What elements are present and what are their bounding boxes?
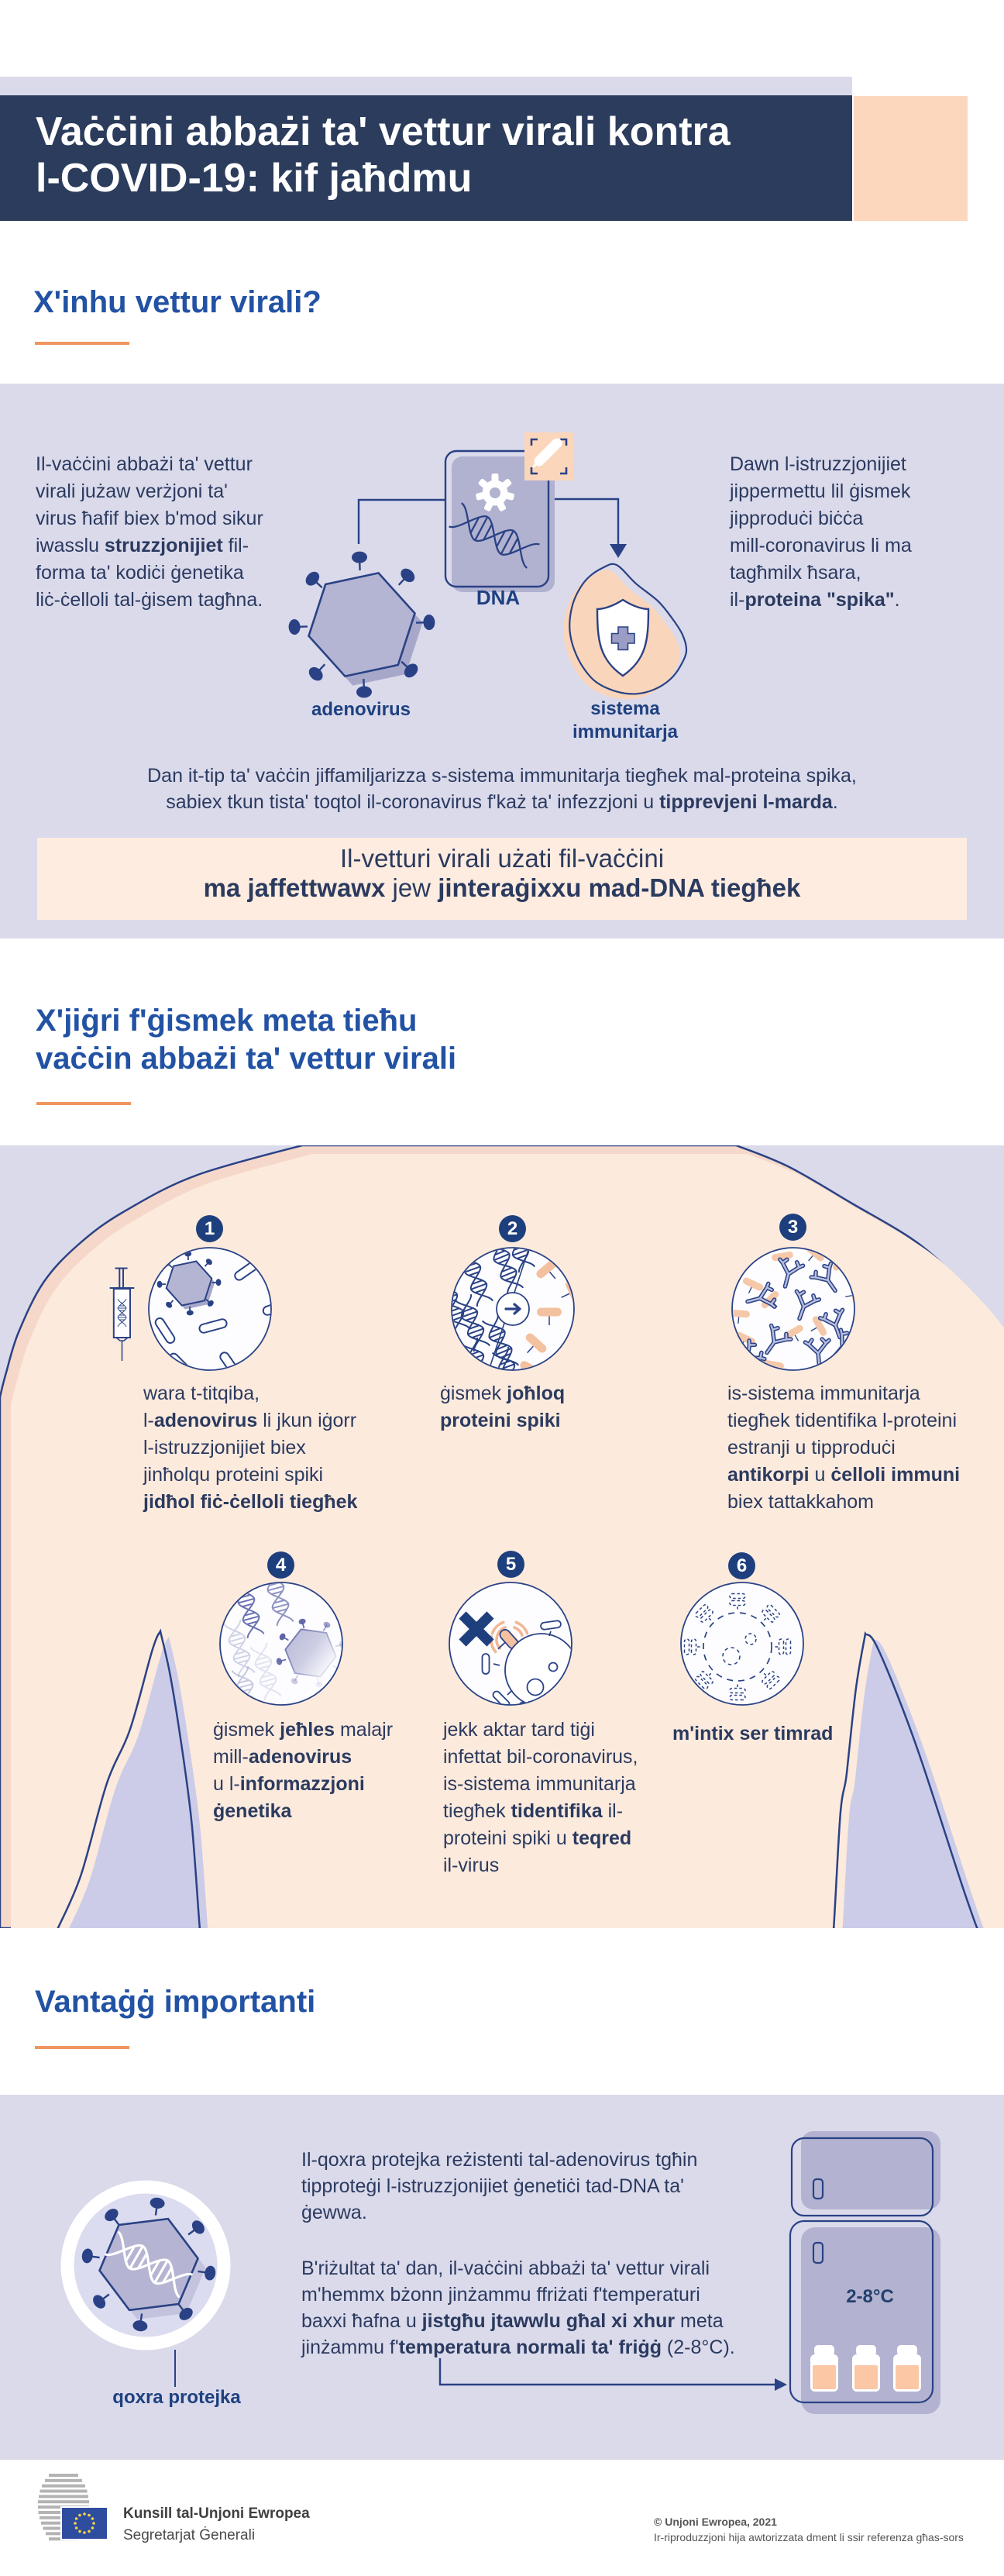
svg-text:2-8°C: 2-8°C xyxy=(846,2286,894,2307)
